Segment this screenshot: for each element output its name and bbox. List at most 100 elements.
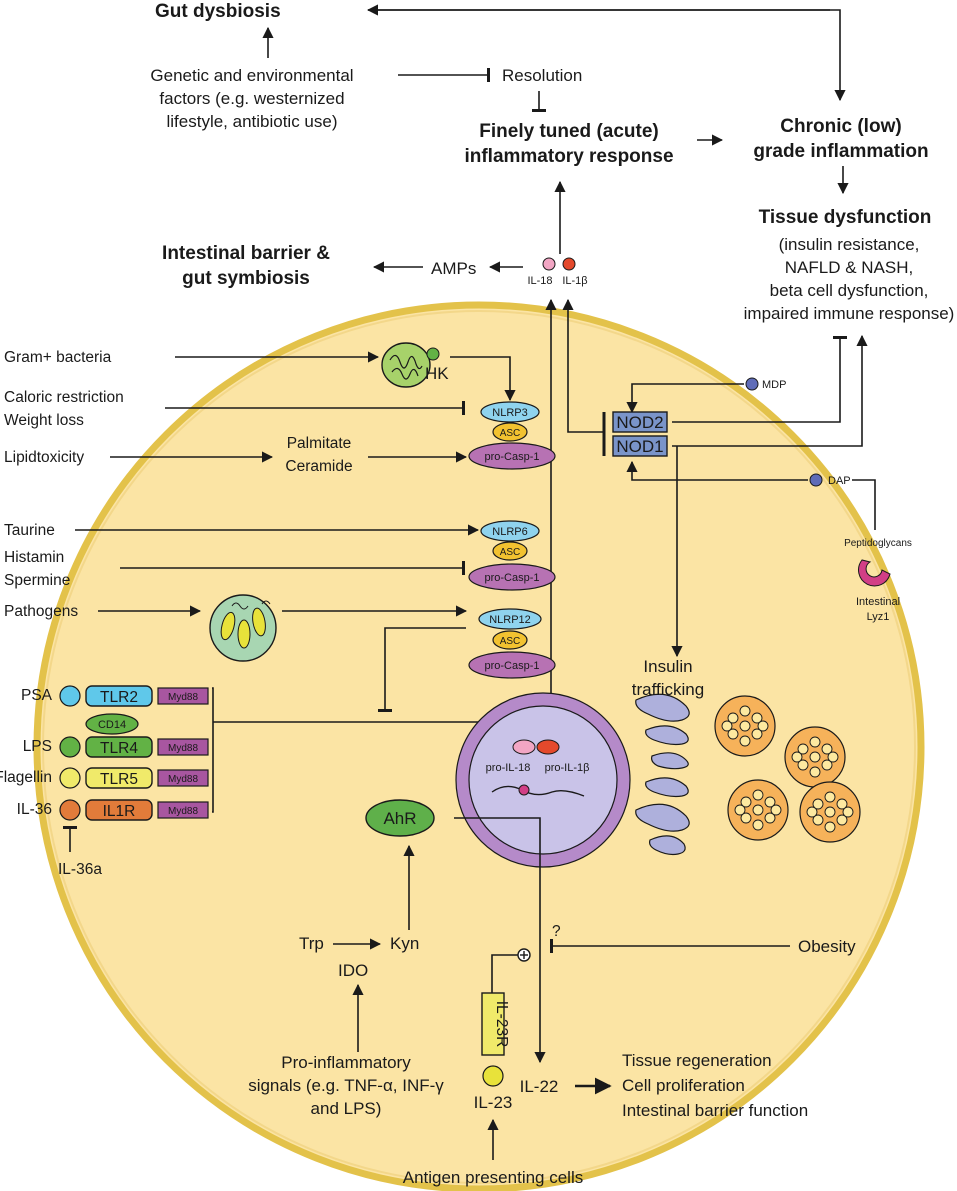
insulin-granule	[812, 814, 824, 826]
insulin-granule	[757, 720, 769, 732]
insulin-granule	[764, 812, 776, 824]
dap-dot	[809, 473, 823, 487]
regen-label-1: Tissue regeneration	[622, 1051, 772, 1070]
histamin-label: Histamin	[4, 549, 64, 566]
lps-ligand	[59, 736, 81, 758]
insulin-trafficking-label-2: trafficking	[632, 680, 704, 699]
insulin-granule	[797, 743, 809, 755]
intestinal-barrier-label-2: gut symbiosis	[182, 268, 310, 289]
chronic-inflammation-label-2: grade inflammation	[753, 141, 928, 162]
insulin-granule	[752, 804, 764, 816]
nlrp6-shape	[480, 520, 540, 542]
insulin-granule	[751, 728, 763, 740]
kyn-label: Kyn	[390, 934, 419, 953]
intestinal-barrier-label-1: Intestinal barrier &	[162, 243, 330, 264]
myd88-box-1	[157, 687, 209, 705]
asc-shape-3	[492, 630, 528, 650]
taurine-label: Taurine	[4, 522, 55, 539]
hk-dot	[426, 347, 440, 361]
obesity-label: Obesity	[798, 937, 856, 956]
spermine-label: Spermine	[4, 572, 70, 589]
tissue-dysfunction-line-3: beta cell dysfunction,	[770, 281, 929, 300]
dap-label: DAP	[828, 475, 851, 487]
peptidoglycans-label: Peptidoglycans	[844, 538, 912, 549]
chronic-inflammation-label-1: Chronic (low)	[780, 116, 901, 137]
pro-inflammatory-label-1: Pro-inflammatory	[281, 1053, 411, 1072]
insulin-granule	[821, 759, 833, 771]
il1r-label: IL1R	[103, 803, 136, 820]
pro-il18-shape	[512, 739, 536, 755]
il23-ligand	[482, 1065, 504, 1087]
il36a-label: IL-36a	[58, 861, 102, 878]
question-mark-label: ?	[552, 923, 561, 940]
myd88-label-4: Myd88	[168, 806, 198, 817]
golgi-apparatus-icon	[635, 693, 690, 856]
tlr4-box	[85, 736, 153, 758]
nucleus-inner	[468, 705, 618, 855]
insulin-granule	[824, 821, 836, 833]
genetic-factors-label-3: lifestyle, antibiotic use)	[166, 112, 337, 131]
tissue-dysfunction-title: Tissue dysfunction	[759, 207, 932, 228]
flagellin-ligand	[59, 767, 81, 789]
insulin-granule	[809, 736, 821, 748]
il22-label: IL-22	[520, 1077, 559, 1096]
insulin-granule	[739, 705, 751, 717]
mdp-label: MDP	[762, 379, 786, 391]
ahr-label: AhR	[383, 809, 416, 828]
insulin-granule	[824, 806, 836, 818]
asc-shape-2	[492, 541, 528, 561]
palmitate-label: Palmitate	[287, 435, 352, 452]
tlr4-label: TLR4	[100, 740, 138, 757]
insulin-granule	[809, 766, 821, 778]
tissue-dysfunction-line-1: (insulin resistance,	[779, 235, 920, 254]
genetic-factors-label-2: factors (e.g. westernized	[159, 89, 344, 108]
insulin-granule	[727, 728, 739, 740]
asc-shape-1	[492, 422, 528, 442]
insulin-granule	[740, 812, 752, 824]
myd88-label-2: Myd88	[168, 743, 198, 754]
tlr2-label: TLR2	[100, 689, 138, 706]
asc-label-1: ASC	[500, 428, 521, 439]
insulin-granule	[824, 791, 836, 803]
psa-ligand	[59, 685, 81, 707]
insulin-granule	[821, 743, 833, 755]
il23-label: IL-23	[474, 1093, 513, 1112]
weight-loss-label: Weight loss	[4, 412, 84, 429]
il1b-dot	[562, 257, 576, 271]
pro-inflammatory-label-3: and LPS)	[311, 1099, 382, 1118]
il23r-box	[481, 992, 505, 1056]
arrow-dysbiosis-to-chronic	[368, 9, 846, 102]
insulin-granule	[740, 796, 752, 808]
caloric-restriction-label: Caloric restriction	[4, 389, 124, 406]
insulin-granule	[827, 751, 839, 763]
flagellin-label: Flagellin	[0, 769, 52, 786]
insulin-granule	[806, 806, 818, 818]
hk-label: HK	[425, 364, 449, 383]
tissue-dysfunction-line-4: impaired immune response)	[744, 304, 955, 323]
il18-dot	[542, 257, 556, 271]
nod2-label: NOD2	[616, 413, 663, 432]
psa-label: PSA	[21, 687, 53, 704]
nod1-box	[612, 435, 668, 457]
procasp-label-1: pro-Casp-1	[484, 451, 539, 463]
il1r-box	[85, 799, 153, 821]
asc-label-2: ASC	[500, 547, 521, 558]
pro-il18-label: pro-IL-18	[486, 762, 531, 774]
arrow-nod1-tissue	[672, 334, 868, 447]
cd14-shape	[85, 713, 139, 735]
nlrp3-shape	[480, 401, 540, 423]
insulin-granule	[842, 806, 854, 818]
insulin-granule	[812, 798, 824, 810]
insulin-granule	[752, 819, 764, 831]
regen-label-3: Intestinal barrier function	[622, 1101, 808, 1120]
insulin-granule	[797, 759, 809, 771]
insulin-granule	[752, 789, 764, 801]
procasp-shape-1	[468, 442, 556, 470]
insulin-granule	[809, 751, 821, 763]
gut-dysbiosis-label: Gut dysbiosis	[155, 1, 281, 22]
pathogens-label: Pathogens	[4, 603, 78, 620]
procasp-shape-2	[468, 563, 556, 591]
tissue-dysfunction-line-2: NAFLD & NASH,	[785, 258, 913, 277]
amps-label: AMPs	[431, 259, 476, 278]
il36-ligand	[59, 799, 81, 821]
